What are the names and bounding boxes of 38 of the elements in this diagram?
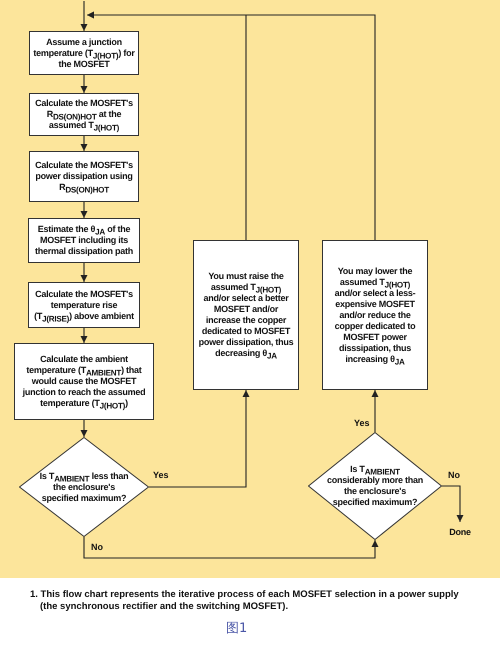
flow-arrow: [80, 328, 88, 343]
footnote-text: 1. This flow chart represents the iterative process of each MOSFET selection in a power supply (the synchronous rectifier and the switching MOSFET).: [30, 589, 460, 613]
flow-arrow: [80, 263, 88, 282]
step-text: You must raise the assumed T$_{J(HOT)}$ and/or select a better MOSFET and/or increase the copper dedicated to MOSFET power dissipation, thus decreasing θ$_{JA}$: [198, 271, 294, 359]
flow-arrow: [80, 202, 88, 218]
step-text: Calculate the ambient temperature (T$_{AMBIENT}$) that would cause the MOSFET junction to reach the assumed temperature (T$_{J(HOT)}$): [22, 354, 146, 409]
decision-text: Is T$_{AMBIENT}$ considerably more than the enclosure's specified maximum?: [326, 464, 424, 508]
flow-arrow: [80, 420, 88, 437]
process-box: [14, 343, 154, 420]
flow-arrow: [149, 390, 250, 488]
flow-arrow: [442, 485, 464, 522]
figure-label: 图1: [226, 621, 248, 636]
edge-label: No: [90, 542, 104, 553]
step-text: Assume a junction temperature (T$_{J(HOT)}$) for the MOSFET: [33, 36, 135, 70]
decision-text: Is T$_{AMBIENT}$ less than the enclosure's specified maximum?: [38, 470, 130, 504]
process-box: [29, 31, 139, 75]
flow-arrow: [83, 537, 378, 559]
step-text: Calculate the MOSFET's power dissipation using R$_{DS(ON)HOT}$: [34, 160, 134, 193]
edge-label: Yes: [353, 418, 371, 429]
process-box: [322, 240, 428, 390]
process-box: [29, 151, 139, 202]
step-text: Estimate the θ$_{JA}$ of the MOSFET including its thermal dissipation path: [34, 224, 134, 257]
process-box: [28, 218, 140, 263]
edge-label: No: [447, 470, 461, 481]
flow-arrow: [80, 75, 88, 93]
step-text: Calculate the MOSFET's temperature rise (T$_{J(RISE)}$) above ambient: [33, 288, 135, 322]
end-text: Done: [449, 526, 471, 538]
process-box: [193, 240, 299, 390]
decision-diamond: [308, 432, 442, 540]
flow-arrow: [372, 390, 378, 432]
process-box: [28, 282, 140, 328]
flow-arrow: [80, 1, 88, 31]
flow-arrow: [80, 136, 88, 151]
decision-diamond: [19, 437, 149, 537]
edge-label: Yes: [152, 470, 170, 481]
step-text: You may lower the assumed T$_{J(HOT)}$ and/or select a less-expensive MOSFET and/or reduce the copper dedicated to MOSFET power disssipation, thus increasing θ$_{JA}$: [334, 266, 416, 364]
flow-arrow: [87, 12, 376, 240]
step-text: Calculate the MOSFET's R$_{DS(ON)HOT}$ at the assumed T$_{J(HOT)}$: [34, 98, 134, 131]
